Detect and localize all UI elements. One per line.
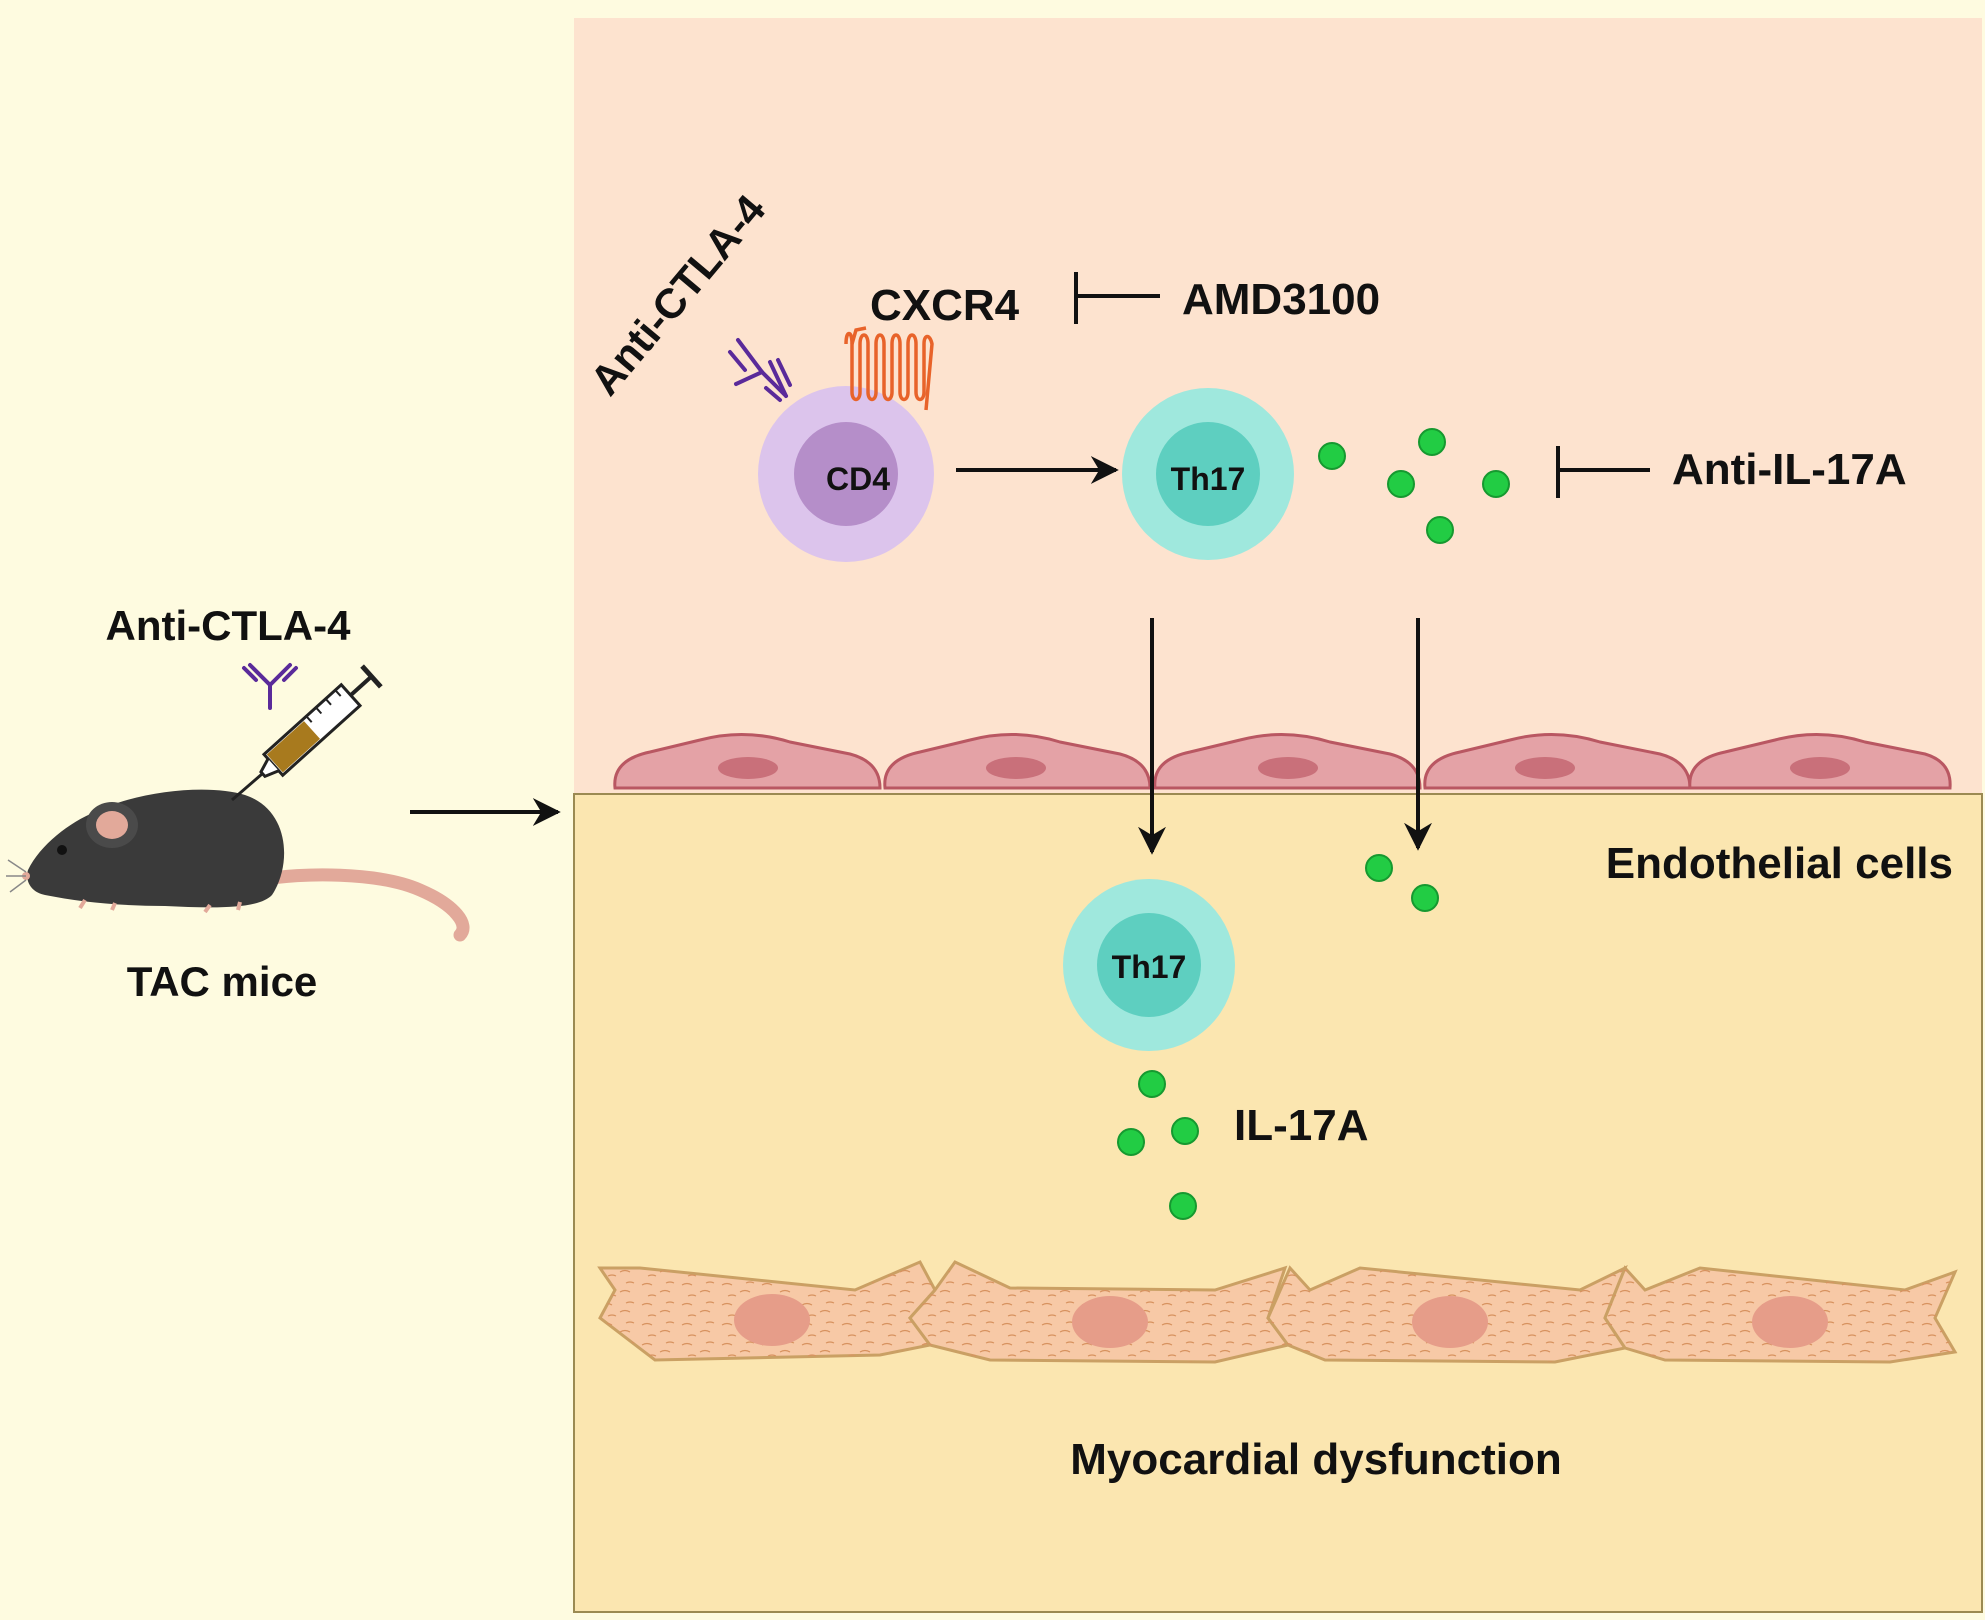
il17a-particle-icon bbox=[1117, 1128, 1145, 1156]
cd4-label: CD4 bbox=[826, 461, 890, 497]
amd3100-inhibition bbox=[1074, 272, 1160, 324]
syringe-icon bbox=[231, 664, 383, 802]
endothelial-cells-label: Endothelial cells bbox=[1606, 839, 1953, 888]
endothelial-cell-icon bbox=[1153, 733, 1422, 790]
vessel-lumen-panel bbox=[574, 18, 1982, 798]
cd4-cell-icon bbox=[758, 386, 934, 562]
cxcr4-label: CXCR4 bbox=[870, 281, 1020, 330]
myocardial-dysfunction-label: Myocardial dysfunction bbox=[1070, 1435, 1561, 1484]
tac-mice-label: TAC mice bbox=[127, 958, 318, 1005]
th17-cell-bottom-icon bbox=[1063, 879, 1235, 1051]
endothelial-cell-icon bbox=[1423, 733, 1692, 790]
il17a-particles-top bbox=[1318, 428, 1510, 544]
anti-ctla4-syringe-label: Anti-CTLA-4 bbox=[106, 602, 352, 649]
cxcr4-receptor-icon bbox=[844, 326, 934, 411]
il17a-particle-icon bbox=[1169, 1192, 1197, 1220]
amd3100-label: AMD3100 bbox=[1182, 275, 1380, 324]
th17-top-label: Th17 bbox=[1171, 461, 1246, 497]
endothelial-cell-icon bbox=[883, 733, 1152, 790]
cd4-antibody-icon bbox=[728, 338, 792, 402]
il17a-particle-icon bbox=[1365, 854, 1393, 882]
il17a-particle-icon bbox=[1138, 1070, 1166, 1098]
cardiomyocyte-icon bbox=[1266, 1264, 1628, 1364]
mouse-icon bbox=[6, 789, 470, 942]
anti-il17a-inhibition bbox=[1556, 446, 1650, 498]
cardiomyocyte-icon bbox=[1603, 1265, 1958, 1364]
myocardium-panel bbox=[573, 793, 1983, 1613]
il17a-particles-bottom bbox=[1117, 1070, 1199, 1220]
il17a-particle-icon bbox=[1411, 884, 1439, 912]
antibody-icon bbox=[242, 663, 298, 710]
th17-bottom-label: Th17 bbox=[1112, 949, 1187, 985]
endothelial-cell-icon bbox=[613, 733, 882, 790]
endothelial-cell-icon bbox=[1688, 733, 1952, 790]
cardiomyocyte-icon bbox=[597, 1260, 937, 1362]
il17a-particle-icon bbox=[1171, 1117, 1199, 1145]
anti-il17a-label: Anti-IL-17A bbox=[1672, 445, 1907, 494]
il17a-particle-icon bbox=[1387, 470, 1415, 498]
il17a-particle-icon bbox=[1426, 516, 1454, 544]
il17a-label: IL-17A bbox=[1234, 1101, 1368, 1150]
il17a-particles-middle bbox=[1365, 854, 1439, 912]
il17a-particle-icon bbox=[1482, 470, 1510, 498]
cardiomyocyte-layer bbox=[597, 1260, 1958, 1364]
endothelial-cell-layer bbox=[613, 733, 1952, 790]
th17-cell-top-icon bbox=[1122, 388, 1294, 560]
il17a-particle-icon bbox=[1318, 442, 1346, 470]
il17a-particle-icon bbox=[1418, 428, 1446, 456]
